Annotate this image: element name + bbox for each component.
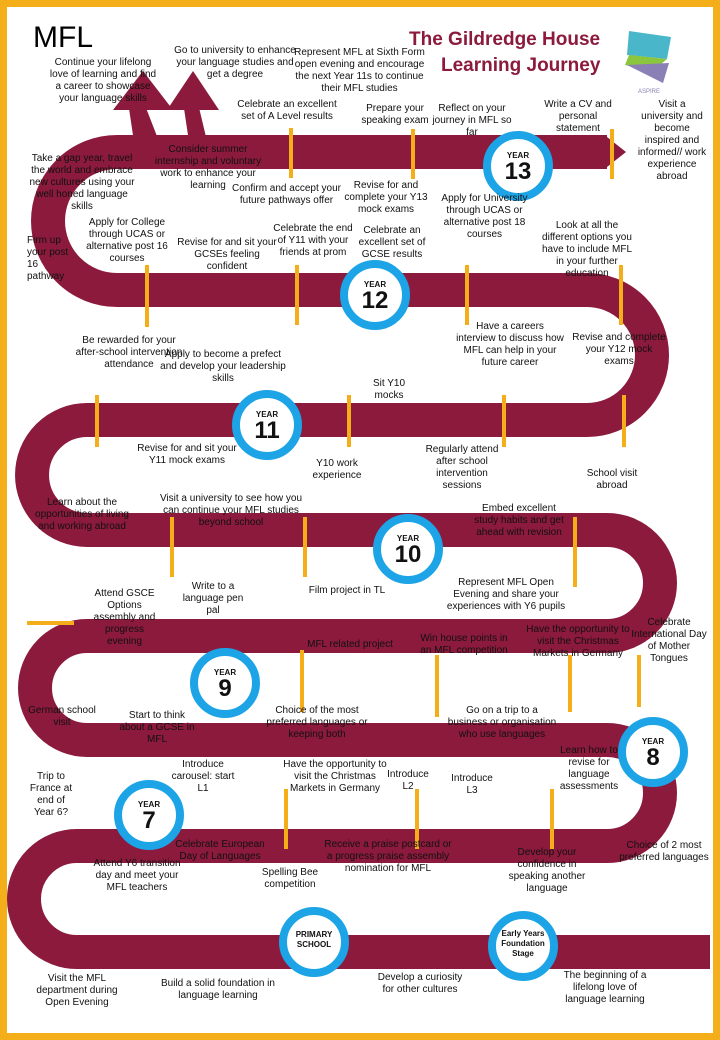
milestone-text: MFL related project <box>307 639 393 650</box>
milestone-text: Go to university to enhance your languag… <box>174 45 296 80</box>
badge-number: 12 <box>361 287 389 314</box>
milestone-text: German school visit <box>28 705 96 728</box>
road-fork-right <box>182 95 212 162</box>
badge-number: 10 <box>394 541 422 568</box>
badge-label: YEAR <box>396 534 420 543</box>
milestone-text: Celebrate the end of Y11 with your frien… <box>273 223 353 258</box>
milestone-text: Attend Y6 transition day and meet your M… <box>93 858 181 893</box>
badge-early-years: Early Years Foundation Stage <box>488 911 558 981</box>
road-start-arrow <box>607 137 626 167</box>
poster: MFL The Gildredge House Learning Journey… <box>7 7 713 1033</box>
milestone-text: Visit the MFL department during Open Eve… <box>36 973 118 1008</box>
arrow-head-right <box>167 71 219 110</box>
milestone-text: Visit a university to see how you can co… <box>159 493 303 528</box>
badge-number: 9 <box>218 675 232 702</box>
milestone-text: Introduce L2 <box>387 769 429 792</box>
badge-text: Early Years Foundation Stage <box>501 929 545 958</box>
badge-primary-school: PRIMARY SCHOOL <box>279 907 349 977</box>
milestone-text: Apply for College through UCAS or altern… <box>86 217 168 264</box>
milestone-text: Sit Y10 mocks <box>372 378 406 401</box>
milestone-text: Reflect on your journey in MFL so far <box>432 103 512 138</box>
badge-text: PRIMARY SCHOOL <box>295 930 333 949</box>
arrow-head-left <box>113 71 173 110</box>
badge-year-12: YEAR 12 <box>340 260 410 330</box>
milestone-text: The beginning of a lifelong love of lang… <box>563 970 647 1005</box>
milestone-text: Regularly attend after school interventi… <box>425 444 499 491</box>
milestone-text: Learn how to revise for language assessm… <box>559 745 619 792</box>
milestone-text: Take a gap year, travel the world and em… <box>29 153 135 212</box>
milestone-text: Film project in TL <box>308 585 386 596</box>
badge-year-13: YEAR 13 <box>483 131 553 201</box>
milestone-text: Revise for and complete your Y13 mock ex… <box>344 180 428 215</box>
badge-number: 8 <box>646 744 660 771</box>
badge-number: 13 <box>504 158 532 185</box>
milestone-text: Revise for and sit your Y11 mock exams <box>137 443 237 466</box>
logo-text: ASPIRE <box>638 89 660 95</box>
page-heading: MFL <box>33 21 93 54</box>
milestone-markers <box>27 128 641 849</box>
milestone-text: Embed excellent study habits and get ahe… <box>474 503 564 538</box>
milestone-text: Choice of the most preferred languages o… <box>266 705 368 740</box>
milestone-text: Prepare your speaking exam <box>361 103 429 126</box>
milestone-text: Firm up your post 16 pathway <box>27 235 69 282</box>
poster-title: The Gildredge House <box>409 29 601 50</box>
milestone-text: Have the opportunity to visit the Christ… <box>283 759 387 794</box>
badge-year-10: YEAR 10 <box>373 514 443 584</box>
badge-year-9: YEAR 9 <box>190 648 260 718</box>
milestone-text: Build a solid foundation in language lea… <box>161 978 275 1001</box>
milestone-text: Start to think about a GCSE in MFL <box>119 710 195 745</box>
badge-number: 11 <box>254 417 280 444</box>
milestone-text: Introduce L3 <box>451 773 493 796</box>
milestone-text: Represent MFL at Sixth Form open evening… <box>294 47 425 94</box>
milestone-text: Write to a language pen pal <box>182 581 244 616</box>
milestone-text: Continue your lifelong love of learning … <box>49 57 157 104</box>
milestone-text: Apply for University through UCAS or alt… <box>441 193 528 240</box>
milestone-text: Consider summer internship and voluntary… <box>154 144 262 191</box>
badge-year-8: YEAR 8 <box>618 717 688 787</box>
badge-label: YEAR <box>363 280 387 289</box>
milestone-text: Confirm and accept your future pathways … <box>232 183 341 206</box>
milestone-text: Choice of 2 most preferred languages <box>619 840 709 863</box>
milestone-text: Learn about the opportunities of living … <box>35 497 129 532</box>
badge-number: 7 <box>142 807 156 834</box>
badge-year-11: YEAR 11 <box>232 390 302 460</box>
milestone-text: Be rewarded for your after-school interv… <box>75 335 183 370</box>
milestone-text: Have a careers interview to discuss how … <box>456 321 564 368</box>
poster-subtitle: Learning Journey <box>441 55 601 76</box>
milestone-text: Visit a university and become inspired a… <box>637 99 707 182</box>
milestone-text: Have the opportunity to visit the Christ… <box>526 624 630 659</box>
milestone-text: Write a CV and personal statement <box>544 99 612 134</box>
badge-label: YEAR <box>213 668 237 677</box>
milestone-text: Attend GSCE Options assembly and progres… <box>93 588 156 647</box>
milestone-text: Develop your confidence in speaking anot… <box>508 847 586 894</box>
milestone-text: Apply to become a prefect and develop yo… <box>160 349 286 384</box>
badge-label: YEAR <box>506 151 530 160</box>
milestone-text: School visit abroad <box>586 468 638 491</box>
milestone-text: Look at all the different options you ha… <box>541 220 633 279</box>
milestone-text: Y10 work experience <box>312 458 362 481</box>
badge-label: YEAR <box>137 800 161 809</box>
learning-journey-road <box>7 71 710 969</box>
aspire-logo: ASPIRE <box>625 31 671 95</box>
badge-label: YEAR <box>641 737 665 746</box>
milestone-text: Celebrate an excellent set of A Level re… <box>237 99 337 122</box>
milestone-text: Trip to France at end of Year 6? <box>29 771 73 818</box>
road-fork-left <box>127 95 167 162</box>
milestone-text: Revise and complete your Y12 mock exams <box>572 332 666 367</box>
milestone-text: Develop a curiosity for other cultures <box>377 972 463 995</box>
milestone-text: Revise for and sit your GCSEs feeling co… <box>177 237 277 272</box>
milestone-text: Represent MFL Open Evening and share you… <box>446 577 566 612</box>
road-path <box>7 135 710 969</box>
milestone-text: Win house points in an MFL competition <box>420 633 508 656</box>
milestone-text: Introduce carousel: start L1 <box>171 759 235 794</box>
milestone-text: Celebrate an excellent set of GCSE resul… <box>358 225 426 260</box>
milestone-text: Spelling Bee competition <box>261 867 319 890</box>
badge-year-7: YEAR 7 <box>114 780 184 850</box>
badge-label: YEAR <box>255 410 279 419</box>
milestone-text: Celebrate International Day of Mother To… <box>631 617 707 664</box>
milestone-text: Receive a praise postcard or a progress … <box>324 839 452 874</box>
milestone-text: Celebrate European Day of Languages <box>175 839 265 862</box>
milestone-text: Go on a trip to a business or organisati… <box>447 705 557 740</box>
